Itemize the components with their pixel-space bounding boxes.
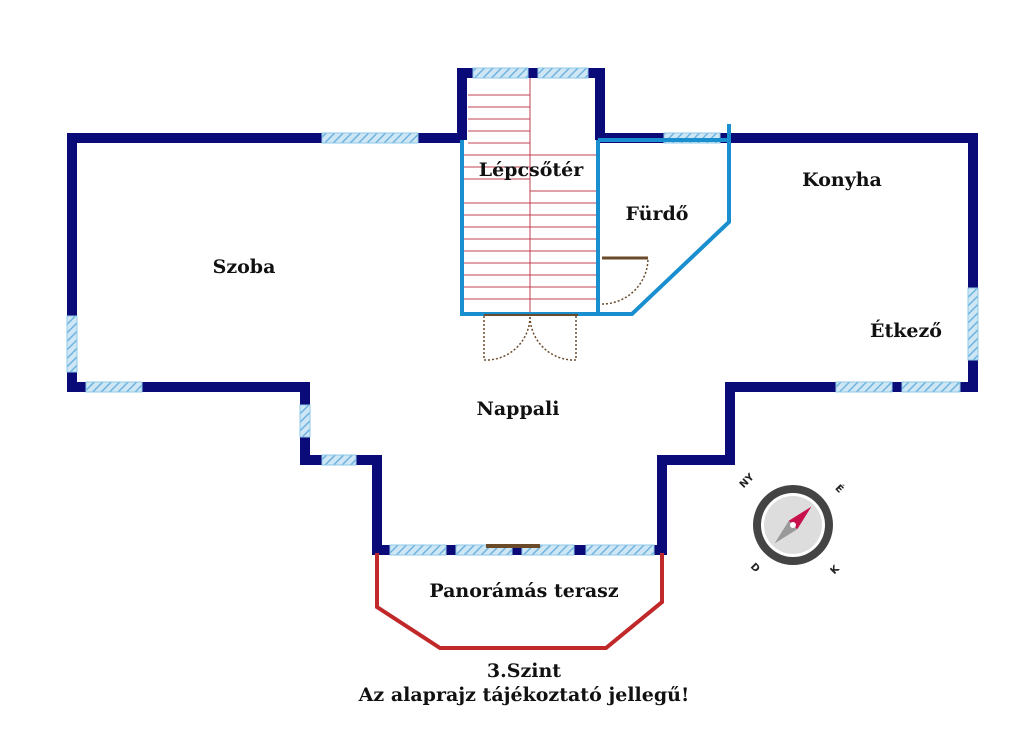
room-label-furdo: Fürdő [626,203,689,225]
window-terasz-2 [455,544,513,556]
terrace-door [486,544,540,548]
room-label-lepcsoter: Lépcsőtér [479,159,585,181]
doors [483,257,649,361]
room-label-szoba: Szoba [213,256,276,278]
window-szoba-left [66,315,78,373]
window-szoba-bottom [85,381,143,393]
window-top-stair-2 [537,67,589,79]
window-nappali-left [299,404,311,438]
room-label-nappali: Nappali [477,398,560,420]
level-caption: 3.Szint [487,660,561,682]
inner-walls [460,124,731,316]
window-nappali-lower [321,454,357,466]
window-terasz-1 [389,544,447,556]
room-label-terasz: Panorámás terasz [429,580,619,602]
window-etkezo-bottom-2 [901,381,961,393]
window-terasz-4 [585,544,655,556]
terrace-outline [375,553,664,650]
compass-label-e: É [832,482,846,496]
room-label-etkezo: Étkező [870,319,942,342]
outer-walls [67,68,978,555]
compass-icon: NY É D K [738,471,847,577]
window-etkezo-right [967,287,979,361]
compass-label-d: D [748,561,762,575]
compass-label-ny: NY [738,471,757,490]
window-szoba-top [321,132,419,144]
window-top-stair [472,67,529,79]
disclaimer-caption: Az alaprajz tájékoztató jellegű! [358,684,690,706]
staircase [462,78,597,313]
compass-label-k: K [829,563,843,577]
window-etkezo-bottom-1 [835,381,893,393]
room-label-konyha: Konyha [802,169,882,191]
window-terasz-3 [521,544,575,556]
